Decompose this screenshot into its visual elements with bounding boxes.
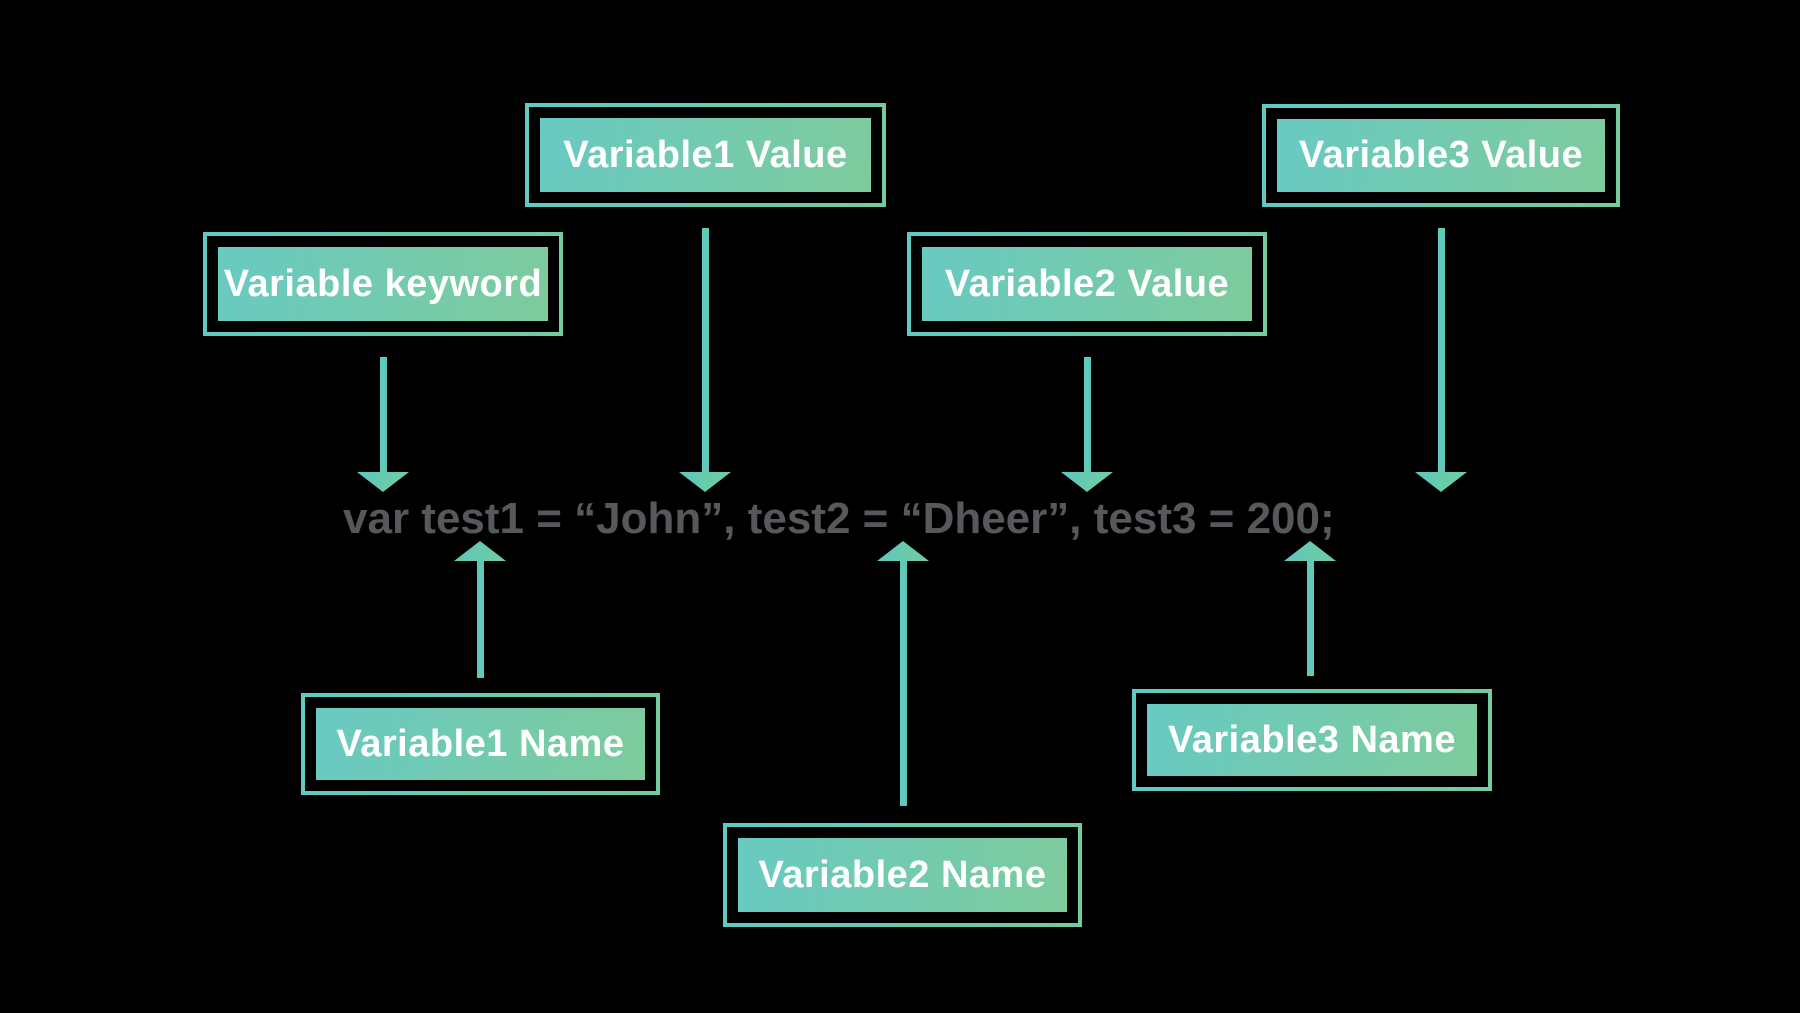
arrow-head-icon: [454, 541, 506, 561]
variable2-name-box: Variable2 Name: [723, 823, 1082, 927]
arrow-shaft: [1437, 228, 1445, 472]
box-fill: Variable keyword: [218, 247, 548, 321]
arrow-head-icon: [357, 472, 409, 492]
variable2-name-label: Variable2 Name: [758, 853, 1047, 896]
arrow-head-icon: [679, 472, 731, 492]
variable1-name-label: Variable1 Name: [336, 722, 625, 765]
arrow-up-name3-to-test3-icon: [1284, 541, 1336, 676]
variable1-value-label: Variable1 Value: [563, 133, 848, 176]
box-fill: Variable2 Value: [922, 247, 1252, 321]
arrow-head-icon: [1415, 472, 1467, 492]
box-fill: Variable3 Name: [1147, 704, 1477, 776]
variable3-name-box: Variable3 Name: [1132, 689, 1492, 791]
box-gap: Variable3 Name: [1136, 693, 1488, 787]
variable3-value-box: Variable3 Value: [1262, 104, 1620, 207]
variable1-value-box: Variable1 Value: [525, 103, 886, 207]
arrow-shaft: [1083, 357, 1091, 472]
variable3-value-label: Variable3 Value: [1298, 134, 1584, 176]
variable-keyword-box: Variable keyword: [203, 232, 563, 336]
arrow-shaft: [899, 561, 907, 806]
box-fill: Variable3 Value: [1277, 119, 1605, 192]
variable1-name-box: Variable1 Name: [301, 693, 660, 795]
box-fill: Variable1 Name: [316, 708, 645, 780]
arrow-down-value1-to-john-icon: [679, 228, 731, 492]
box-gap: Variable1 Value: [529, 107, 882, 203]
code-line: var test1 = “John”, test2 = “Dheer”, tes…: [343, 494, 1335, 543]
arrow-shaft: [701, 228, 709, 472]
box-gap: Variable keyword: [207, 236, 559, 332]
arrow-shaft: [1306, 561, 1314, 676]
variable2-value-label: Variable2 Value: [944, 262, 1230, 305]
box-gap: Variable1 Name: [305, 697, 656, 791]
box-gap: Variable2 Value: [911, 236, 1263, 332]
box-gap: Variable2 Name: [727, 827, 1078, 923]
box-fill: Variable1 Value: [540, 118, 871, 192]
arrow-up-name1-to-test1-icon: [454, 541, 506, 678]
arrow-head-icon: [1284, 541, 1336, 561]
variable3-name-label: Variable3 Name: [1168, 718, 1456, 761]
arrow-head-icon: [1061, 472, 1113, 492]
arrow-down-keyword-to-var-icon: [357, 357, 409, 492]
arrow-down-value3-to-200-icon: [1415, 228, 1467, 492]
box-gap: Variable3 Value: [1266, 108, 1616, 203]
arrow-shaft: [379, 357, 387, 472]
arrow-shaft: [476, 561, 484, 678]
arrow-down-value2-to-dheer-icon: [1061, 357, 1113, 492]
box-fill: Variable2 Name: [738, 838, 1067, 912]
variable2-value-box: Variable2 Value: [907, 232, 1267, 336]
arrow-up-name2-to-test2-icon: [877, 541, 929, 806]
variable-keyword-label: Variable keyword: [223, 262, 543, 305]
arrow-head-icon: [877, 541, 929, 561]
